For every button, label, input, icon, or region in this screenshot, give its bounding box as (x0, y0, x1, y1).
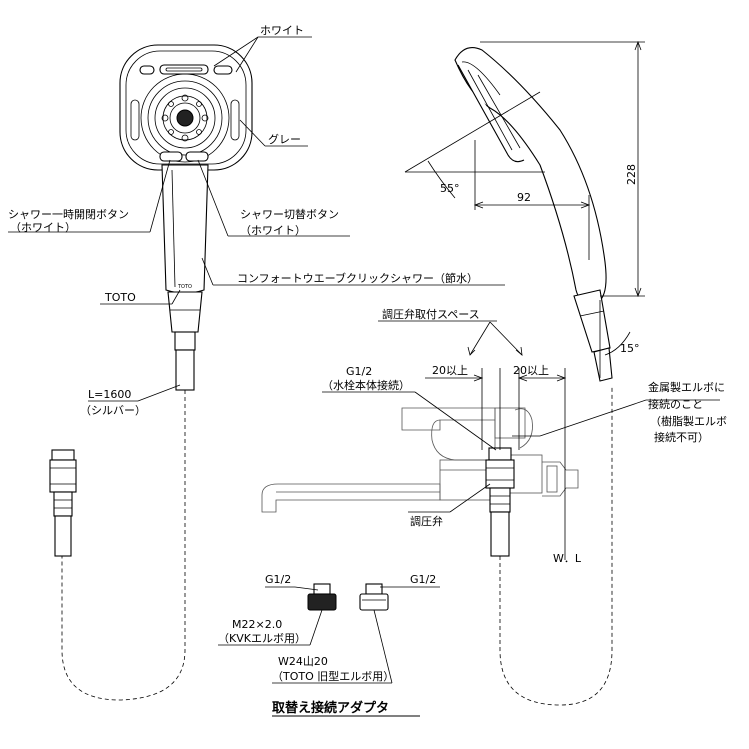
replacement-adapters: G1/2 G1/2 M22×2.0 （KVKエルボ用） W24山20 （TOTO… (218, 573, 440, 717)
label-white: ホワイト (260, 24, 304, 37)
label-g12-left: G1/2 (265, 573, 291, 586)
label-water-level: W．L (553, 552, 582, 565)
label-metal-elbow-1: 金属製エルボに (648, 380, 725, 394)
label-hose-color: （シルバー） (80, 404, 146, 417)
label-m22: M22×2.0 (232, 618, 282, 631)
dim-space-right: 20以上 (513, 364, 549, 377)
label-switch-button-color: （ホワイト） (240, 224, 306, 237)
label-g12-body: G1/2 (346, 365, 372, 378)
label-m22-note: （KVKエルボ用） (218, 632, 306, 645)
hose-end-fitting (49, 449, 77, 557)
label-resin-elbow-2: 接続不可） (654, 430, 709, 444)
dim-width: 92 (517, 191, 531, 204)
label-product-name: コンフォートウエーブクリックシャワー（節水） (237, 271, 478, 285)
label-g12-right: G1/2 (410, 573, 436, 586)
label-resin-elbow-1: （樹脂製エルボ (650, 414, 727, 428)
label-metal-elbow-2: 接続のこと (648, 397, 703, 411)
label-pause-button: シャワー一時開閉ボタン (8, 208, 129, 221)
handle-logo: TOTO (177, 284, 192, 290)
adapter-title: 取替え接続アダプタ (272, 700, 389, 716)
label-switch-button: シャワー切替ボタン (240, 207, 339, 221)
dim-angle-tip: 15° (620, 342, 640, 355)
label-pause-button-color: （ホワイト） (10, 221, 76, 234)
faucet-assembly (261, 385, 613, 706)
front-view-annotations: ホワイト グレー シャワー一時開閉ボタン （ホワイト） シャワー切替ボタン （ホ… (8, 24, 505, 417)
shower-handle-front: TOTO (61, 164, 209, 701)
shower-head-front (119, 44, 253, 171)
label-w24: W24山20 (278, 655, 328, 668)
pressure-valve-space-dimensions: 調圧弁取付スペース 20以上 20以上 G1/2 （水栓本体接続） 金属製エルボ… (322, 307, 727, 565)
shower-side-view (454, 47, 613, 382)
dim-height: 228 (625, 164, 638, 185)
label-pressure-valve: 調圧弁 (410, 514, 443, 528)
label-w24-note: （TOTO 旧型エルボ用） (272, 669, 394, 683)
label-g12-body-note: （水栓本体接続） (322, 378, 410, 392)
dim-space-left: 20以上 (432, 364, 468, 377)
label-hose-length: L=1600 (88, 388, 131, 401)
label-gray: グレー (268, 132, 301, 146)
dim-angle-head: 55° (440, 182, 460, 195)
label-brand: TOTO (104, 291, 136, 304)
label-pressure-space: 調圧弁取付スペース (382, 307, 480, 321)
side-view-dimensions: 228 92 55° 15° (404, 40, 645, 378)
